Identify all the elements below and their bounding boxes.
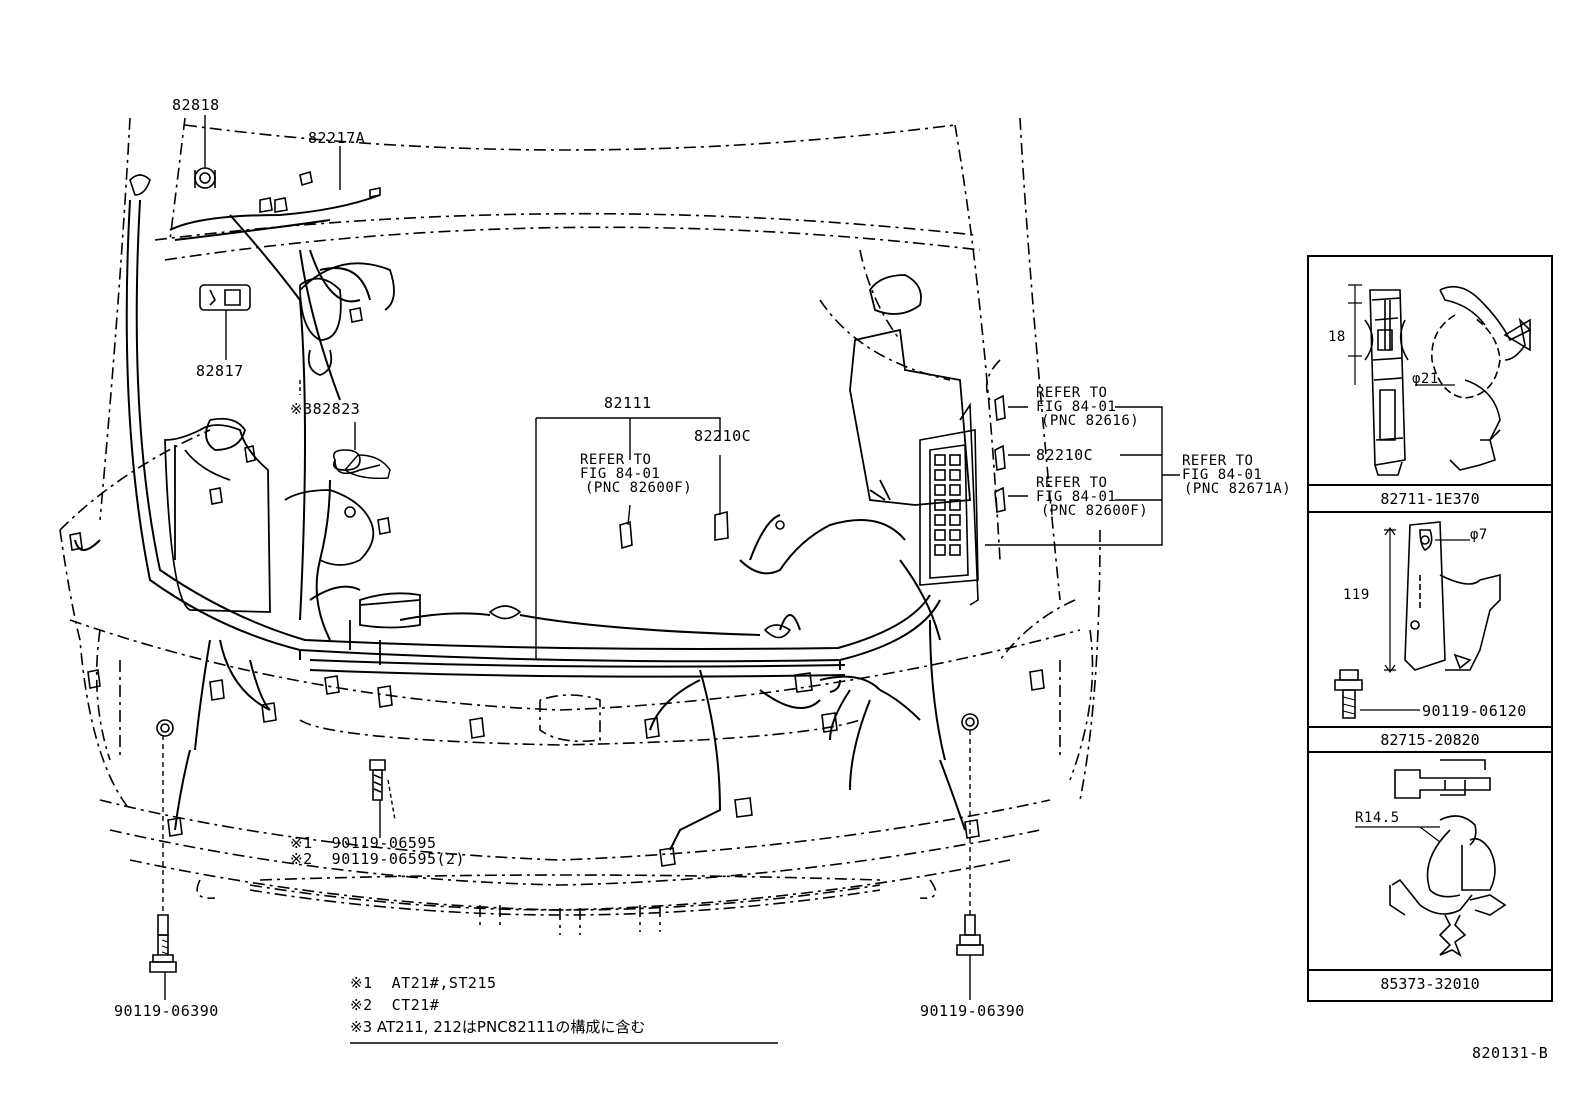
- label-bolt-center-1: ※1 90119-06595: [290, 834, 437, 852]
- label-82817: 82817: [196, 362, 244, 380]
- panel1-dim-height: 18: [1328, 329, 1346, 345]
- leader-lines: [162, 115, 1180, 1000]
- refer-note-far-right-2: FIG 84-01: [1182, 467, 1263, 483]
- connectors: [69, 167, 1045, 867]
- bolts: [149, 759, 984, 973]
- refer-note-right-top-1: REFER TO: [1036, 385, 1108, 401]
- label-82818: 82818: [172, 96, 220, 114]
- engine-components: [164, 262, 971, 665]
- panel1-part-number: 82711-1E370: [1380, 490, 1480, 508]
- label-82210c-center: 82210C: [694, 427, 752, 445]
- refer-note-center-1: REFER TO: [580, 452, 652, 468]
- panel3-part-number: 85373-32010: [1380, 975, 1480, 993]
- bracket-82715-drawing: [1334, 521, 1501, 719]
- refer-note-far-right-3: (PNC 82671A): [1184, 481, 1292, 497]
- panel2-bolt-label: 90119-06120: [1422, 702, 1527, 720]
- panel2-dim-height: 119: [1343, 587, 1370, 603]
- refer-note-far-right-1: REFER TO: [1182, 453, 1254, 469]
- label-82210c-right: 82210C: [1036, 446, 1094, 464]
- refer-note-right-bottom-3: (PNC 82600F): [1041, 503, 1149, 519]
- panel2-part-number: 82715-20820: [1380, 731, 1480, 749]
- label-bolt-center-2: ※2 90119-06595(2): [290, 850, 466, 868]
- label-82823: ※382823: [290, 400, 361, 418]
- clamp-85373-drawing: [1355, 759, 1507, 957]
- body-outline: [59, 249, 1101, 935]
- main-harness: [74, 194, 966, 851]
- refer-note-right-bottom-1: REFER TO: [1036, 475, 1108, 491]
- relay-block: [919, 402, 979, 606]
- panel2-dim-dia: φ7: [1470, 527, 1488, 543]
- clip-82711-drawing: [1348, 284, 1532, 476]
- refer-note-center-3: (PNC 82600F): [585, 480, 693, 496]
- diagram-id: 820131-B: [1472, 1044, 1549, 1062]
- side-panel-frames: [1307, 255, 1553, 1002]
- refer-note-right-bottom-2: FIG 84-01: [1036, 489, 1117, 505]
- label-bolt-right: 90119-06390: [920, 1002, 1025, 1020]
- panel3-dim-radius: R14.5: [1355, 810, 1400, 826]
- refer-note-right-top-2: FIG 84-01: [1036, 399, 1117, 415]
- label-bolt-left: 90119-06390: [114, 1002, 219, 1020]
- refer-note-center-2: FIG 84-01: [580, 466, 661, 482]
- panel1-dim-dia: φ21: [1412, 371, 1439, 387]
- footnote-3: ※3 AT211, 212はPNC82111の構成に含む: [350, 1018, 646, 1036]
- footnote-1: ※1 AT21#,ST215: [350, 974, 497, 992]
- footnote-2: ※2 CT21#: [350, 996, 440, 1014]
- hood-outline: [99, 117, 1061, 601]
- label-82111: 82111: [604, 394, 652, 412]
- label-82217a: 82217A: [308, 129, 366, 147]
- refer-note-right-top-3: (PNC 82616): [1041, 413, 1140, 429]
